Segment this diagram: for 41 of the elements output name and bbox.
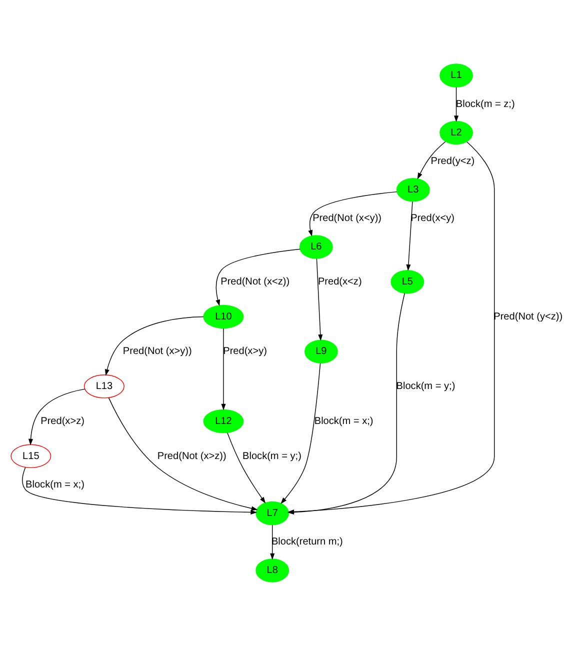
arrow [216,248,301,306]
edge-label: Block(m = x;) [314,416,374,427]
node-ellipse: L5 [390,270,424,294]
node-ellipse: L13 [84,374,124,398]
edge-label: Pred(x<z) [318,276,362,288]
edge-label: Pred(x>z) [40,416,84,427]
arrow [454,86,459,122]
arrow [316,258,323,341]
edge-label: Pred(y<z) [430,156,475,167]
edge-label: Pred(x>y) [223,346,267,358]
edge-label: Block(m = y;) [396,381,456,392]
arrow [227,432,266,504]
node-ellipse: L10 [203,304,244,329]
node-ellipse: L3 [396,178,430,202]
edge-label: Pred(Not (x<y)) [312,213,382,224]
edge-label: Pred(Not (x>y)) [122,346,192,358]
node-ellipse: L2 [440,120,473,145]
node-ellipse: L8 [256,558,290,582]
arrow [104,316,204,376]
edge-label: Block(m = x;) [26,479,84,490]
edge-label: Block(m = z;) [456,98,515,110]
edge-label: Block(m = y;) [242,450,302,462]
arrow [308,191,398,237]
arrow [221,328,226,410]
edge-label: Pred(x<y) [410,213,454,224]
edge-label: Pred(Not (y<z)) [494,311,563,322]
node-ellipse: L12 [203,409,244,434]
arrow [280,363,321,504]
arrow [417,141,446,180]
arrow [406,201,413,272]
edge-label: Pred(Not (x<z)) [220,276,290,288]
node-ellipse: L7 [256,501,290,526]
arrow [28,388,86,446]
node-ellipse: L6 [299,235,333,259]
arrow [108,397,258,511]
node-ellipse: L1 [440,64,473,88]
node-ellipse: L9 [304,340,338,364]
arrow [22,467,258,514]
node-ellipse: L15 [10,444,52,468]
edge-label: Pred(Not (x>z)) [157,450,226,462]
edge-label: Block(return m;) [271,536,343,548]
